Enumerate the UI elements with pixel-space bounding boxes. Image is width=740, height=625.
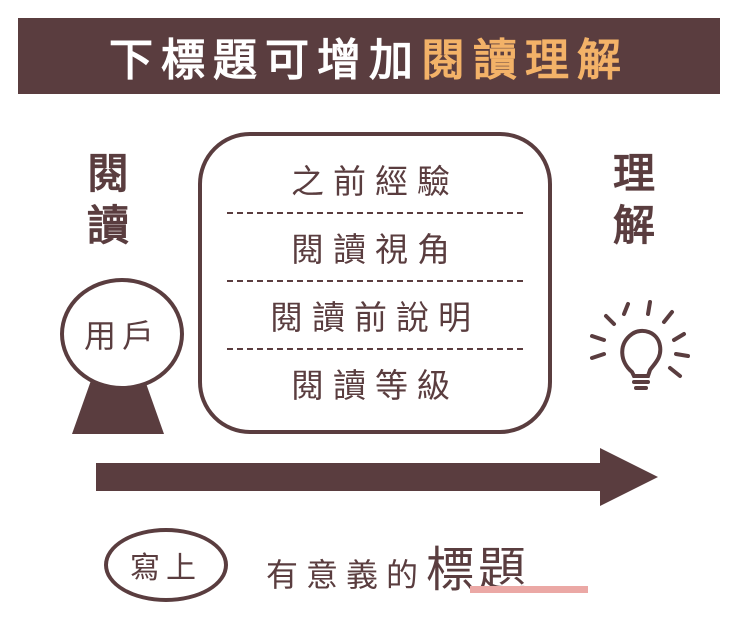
reading-char: 閱 (86, 149, 129, 198)
footer-text: 有意義的 (266, 556, 427, 594)
understanding-char: 解 (612, 201, 655, 250)
reading-label: 閱 讀 (82, 148, 134, 252)
title-highlight: 閱讀理解 (421, 35, 629, 86)
reading-char: 讀 (86, 201, 129, 250)
factor-item: 閱讀視角 (227, 214, 523, 282)
factor-item: 之前經驗 (227, 146, 523, 214)
factor-item: 閱讀前說明 (227, 282, 523, 350)
factor-label: 閱讀視角 (291, 230, 459, 269)
highlight-underline (470, 586, 588, 593)
title-banner: 下標題可增加閱讀理解 (18, 18, 720, 94)
user-label: 用戶 (83, 317, 160, 355)
arrow-right-icon (96, 463, 602, 491)
arrow-head (600, 448, 658, 506)
page-title: 下標題可增加閱讀理解 (109, 24, 629, 88)
understanding-char: 理 (612, 149, 655, 198)
factor-label: 閱讀前說明 (270, 298, 480, 337)
factor-label: 閱讀等級 (291, 366, 459, 405)
factor-item: 閱讀等級 (227, 350, 523, 416)
lightbulb-icon (590, 300, 690, 390)
user-body (72, 372, 164, 434)
user-head: 用戶 (60, 278, 184, 390)
write-label: 寫上 (130, 551, 202, 586)
title-main: 下標題可增加 (109, 35, 421, 86)
factor-label: 之前經驗 (291, 162, 459, 201)
write-badge: 寫上 (104, 528, 228, 602)
understanding-label: 理 解 (608, 148, 660, 252)
factors-box: 之前經驗 閱讀視角 閱讀前說明 閱讀等級 (198, 132, 552, 434)
